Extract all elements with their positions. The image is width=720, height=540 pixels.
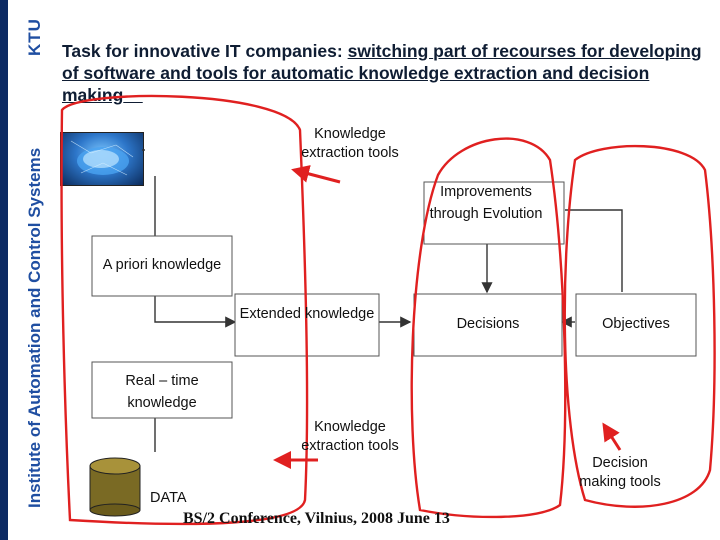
data-label: DATA: [150, 490, 187, 506]
decision-tools: Decision making tools: [579, 455, 661, 490]
sidebar: Institute of Automation and Control Syst…: [0, 0, 54, 540]
title-part2: switching: [347, 41, 434, 61]
title-part1: Task for innovative IT companies:: [62, 41, 348, 61]
node-realtime: Real – time knowledge: [125, 373, 199, 411]
brain-image: [60, 132, 144, 186]
node-decisions: Decisions: [456, 316, 520, 332]
node-improvements: Improvements through Evolution: [429, 184, 543, 222]
node-apriori: A priori knowledge: [102, 257, 222, 273]
slide-title: Task for innovative IT companies: switch…: [62, 40, 712, 106]
footer: BS/2 Conference, Vilnius, 2008 June 13: [183, 510, 450, 527]
node-objectives: Objectives: [602, 316, 670, 332]
title-part3: part of recourses for developing of soft…: [62, 41, 702, 105]
sidebar-bar: [0, 0, 8, 540]
ke-tools-top: Knowledge extraction tools: [301, 126, 399, 161]
data-cylinder: [89, 457, 141, 517]
node-extended: Extended knowledge: [239, 306, 375, 322]
ke-tools-bottom: Knowledge extraction tools: [301, 419, 399, 454]
